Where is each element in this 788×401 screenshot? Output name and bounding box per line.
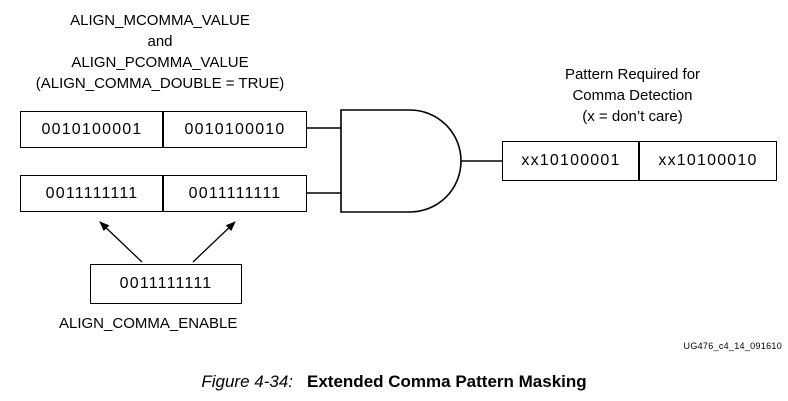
pattern-required-heading: Pattern Required for Comma Detection (x … <box>530 64 735 127</box>
and-gate-icon <box>340 109 462 213</box>
pcomma-value-cell: 0010100010 <box>184 120 286 138</box>
register-divider <box>638 142 640 180</box>
figure-number: Figure 4-34: <box>201 372 294 391</box>
mask-right-cell: 0011111111 <box>188 184 282 202</box>
figure-title: Extended Comma Pattern Masking <box>307 372 587 391</box>
heading-line-mcomma: ALIGN_MCOMMA_VALUE <box>70 12 250 29</box>
figure-caption: Figure 4-34: Extended Comma Pattern Maski… <box>0 372 788 392</box>
heading-line-double: (ALIGN_COMMA_DOUBLE = TRUE) <box>35 75 285 92</box>
pattern-right-cell: xx10100010 <box>658 152 758 169</box>
enable-arrow-left <box>99 221 143 263</box>
heading-line-and: and <box>147 33 173 50</box>
mask-register: 0011111111 0011111111 <box>20 175 307 212</box>
pattern-register: xx10100001 xx10100010 <box>502 141 777 181</box>
pattern-line-2: Comma Detection <box>572 87 693 104</box>
pattern-line-3: (x = don’t care) <box>582 108 683 125</box>
comma-value-heading: ALIGN_MCOMMA_VALUE and ALIGN_PCOMMA_VALU… <box>10 10 310 94</box>
pattern-line-1: Pattern Required for <box>564 66 701 83</box>
pattern-left-cell: xx10100001 <box>521 152 621 169</box>
mcomma-value-cell: 0010100001 <box>41 120 143 138</box>
register-divider <box>162 112 164 147</box>
heading-line-pcomma: ALIGN_PCOMMA_VALUE <box>71 54 249 71</box>
enable-arrow-right <box>192 221 236 263</box>
register-divider <box>162 176 164 211</box>
figure-reference-id: UG476_c4_14_091610 <box>683 341 782 351</box>
mask-left-cell: 0011111111 <box>45 184 139 202</box>
enable-register: 0011111111 <box>90 264 242 304</box>
enable-label: ALIGN_COMMA_ENABLE <box>59 315 238 332</box>
comma-value-register: 0010100001 0010100010 <box>20 111 307 148</box>
enable-value-cell: 0011111111 <box>119 275 213 292</box>
